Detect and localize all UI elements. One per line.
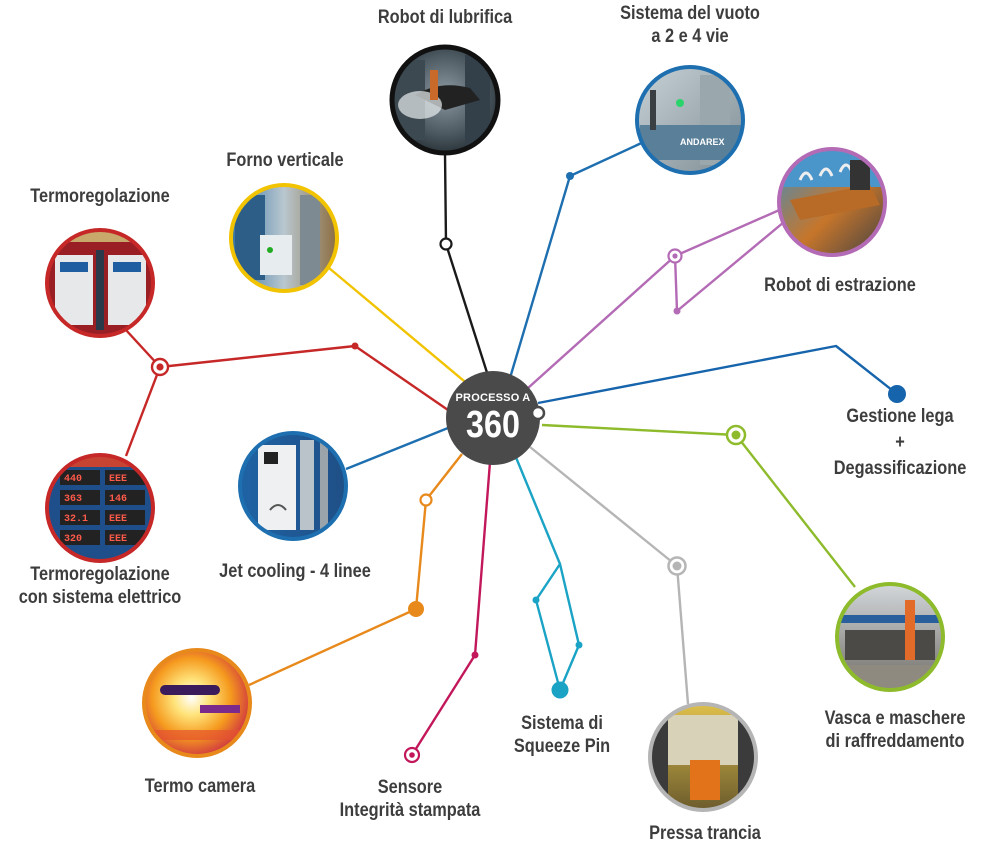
line-termoregolazione — [159, 344, 449, 411]
label-vasca: Vasca e maschere di raffreddamento — [824, 708, 966, 752]
label-squeeze: Sistema di Squeeze Pin — [513, 713, 611, 757]
vacuum-brand-text: ANDAREX — [680, 137, 725, 147]
label-sensore: Sensore Integrità stampata — [339, 777, 481, 821]
hub-circle — [446, 371, 540, 465]
joint-sensore — [471, 651, 479, 659]
reading-3: 363 — [64, 494, 82, 505]
reading-7: 320 — [64, 534, 82, 545]
squeeze-pin-dot-icon — [551, 681, 569, 699]
joint-termoregolazione-dot — [351, 342, 359, 350]
reading-6: EEE — [109, 514, 127, 525]
reading-4: 146 — [109, 494, 127, 505]
photo-vacuum-icon: ANDAREX — [637, 67, 743, 173]
label-robot-lubrifica: Robot di lubrifica — [377, 7, 513, 28]
label-forno-verticale: Forno verticale — [226, 150, 344, 171]
line-robot-estrazione — [527, 206, 785, 389]
joint-termo-ring — [419, 493, 433, 507]
label-pressa: Pressa trancia — [649, 823, 761, 844]
line-termoregolazione-bottom — [124, 366, 162, 457]
reading-5: 32.1 — [64, 514, 88, 525]
joint-estrazione-dot — [673, 307, 681, 315]
joint-lubrifica — [439, 237, 453, 251]
hub-connector-ring — [530, 405, 546, 421]
label-jet-cooling: Jet cooling - 4 linee — [219, 561, 371, 582]
line-squeeze — [513, 454, 581, 692]
photo-thermal-camera-icon — [144, 650, 250, 756]
label-termo-camera: Termo camera — [144, 776, 256, 797]
line-forno-verticale — [328, 267, 471, 387]
hub-title-line1: PROCESSO A — [455, 392, 531, 404]
hub-title-line2: 360 — [466, 404, 520, 446]
photo-cooling-tank-icon — [837, 584, 943, 690]
joint-vasca-ring-inner — [731, 430, 741, 440]
joint-vuoto — [566, 172, 574, 180]
joint-squeeze-a — [532, 596, 540, 604]
line-jet-cooling — [345, 426, 449, 471]
joint-squeeze-b — [575, 641, 583, 649]
reading-2: EEE — [109, 474, 127, 485]
label-termoregolazione: Termoregolazione — [30, 186, 170, 207]
line-robot-estrazione-branch — [673, 221, 785, 313]
label-sistema-vuoto: Sistema del vuoto a 2 e 4 vie — [620, 3, 760, 47]
label-termoregolazione-elettrico: Termoregolazione con sistema elettrico — [18, 564, 182, 608]
line-gestione-lega — [537, 344, 898, 405]
line-robot-lubrifica — [443, 152, 492, 383]
gestione-lega-dot-icon — [888, 385, 906, 403]
reading-1: 440 — [64, 474, 82, 485]
label-robot-estrazione: Robot di estrazione — [764, 275, 916, 296]
photo-furnace-icon — [231, 185, 337, 291]
reading-8: EEE — [109, 534, 127, 545]
line-termo-camera — [248, 453, 463, 687]
joint-termo-dot — [408, 601, 424, 617]
joint-estrazione-ring-inner — [672, 253, 678, 259]
label-gestione-lega: Gestione lega + Degassificazione — [833, 406, 967, 479]
joint-pressa-inner — [672, 561, 682, 571]
photo-jet-cooling-icon — [240, 433, 346, 539]
